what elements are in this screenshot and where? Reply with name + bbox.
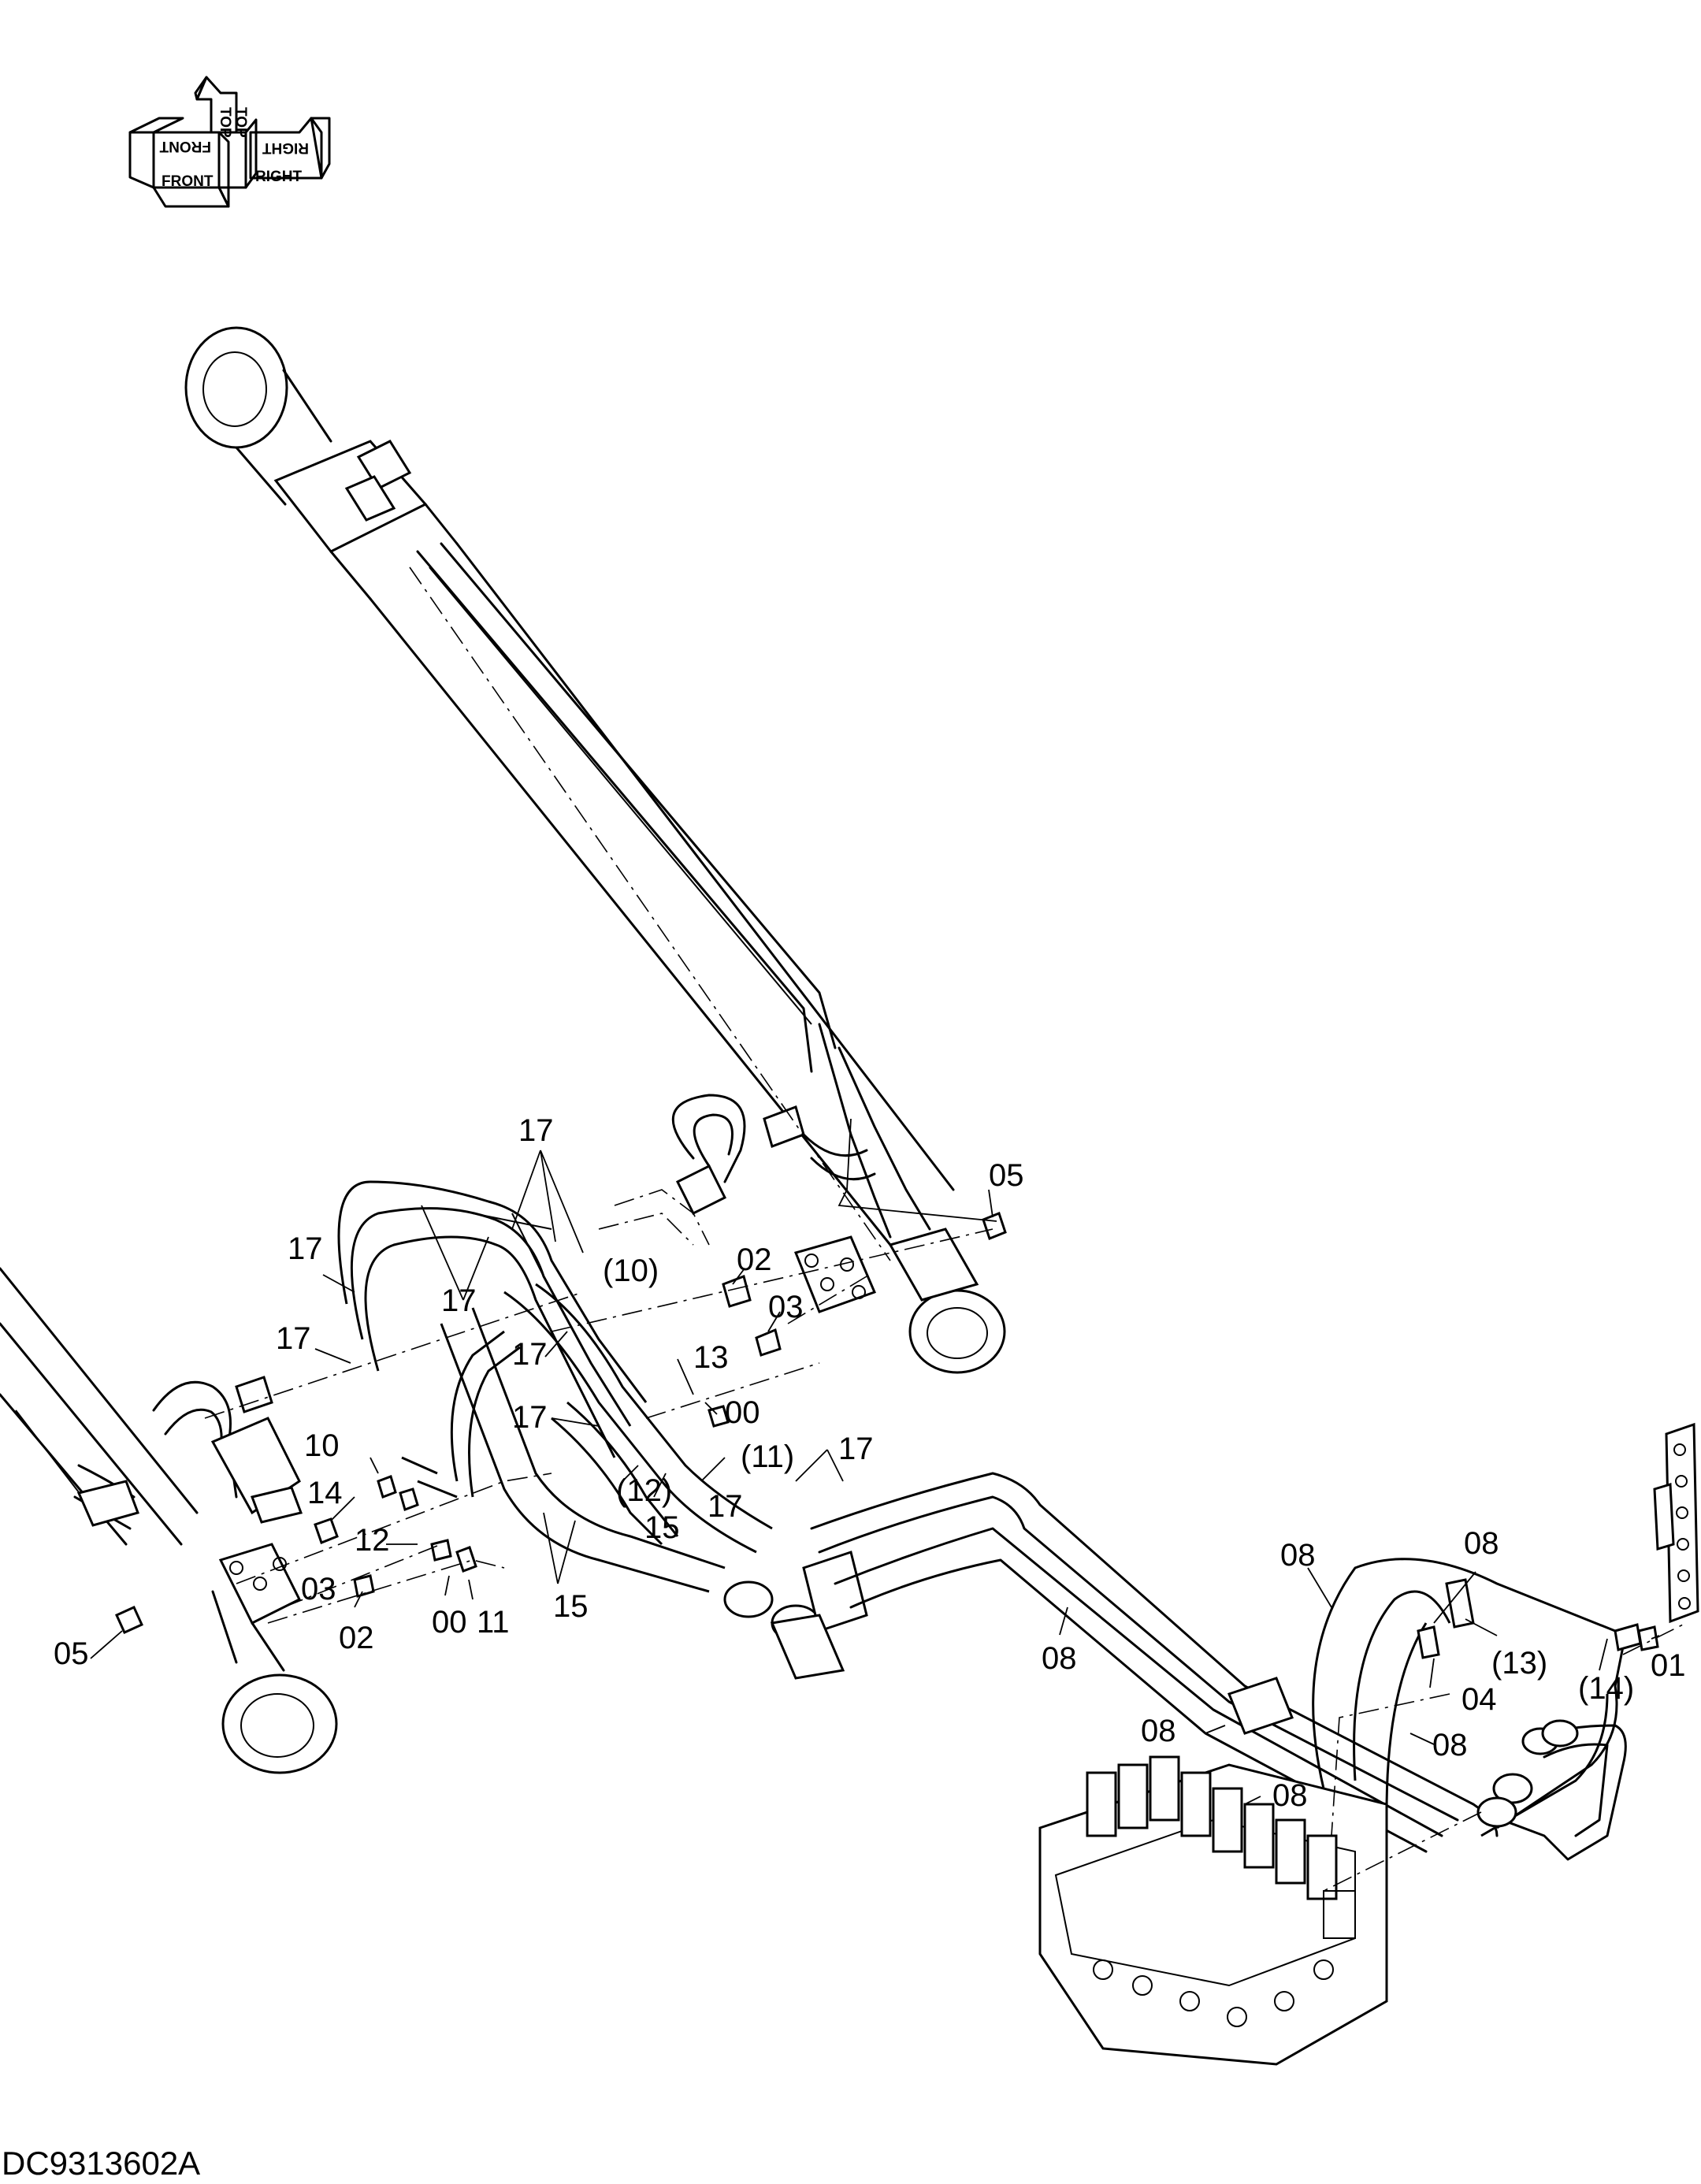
upper-cylinder [184,326,1006,1374]
callout-05-right: 05 [989,1158,1024,1193]
orientation-label-front-mirror: FRONT [159,138,211,154]
phantom-lines [204,566,1687,1892]
callout-08-lower-left: 08 [1141,1714,1176,1748]
callout-01: 01 [1651,1648,1686,1683]
callout-10: 10 [304,1428,340,1463]
callout-08-bottom: 08 [1272,1778,1308,1813]
callout-14: 14 [307,1476,343,1510]
control-valve [1038,1755,1388,2066]
callout-00-lower: 00 [432,1605,467,1640]
lower-left-cylinder [0,1267,338,1774]
callout-04: 04 [1461,1682,1497,1717]
callout-11-bracketed: (11) [741,1439,794,1474]
callout-15-lower: 15 [553,1589,589,1624]
orientation-label-front: FRONT [162,173,214,190]
orientation-indicator: FRONT FRONT TOP TOP RIGHT RIGHT [128,76,331,208]
callout-12-bracketed: (12) [616,1473,672,1508]
callout-17-middle: 17 [441,1283,477,1318]
leader-lines [90,1118,1660,1805]
callout-02-lower: 02 [339,1621,374,1655]
callout-08-upper-right: 08 [1464,1526,1499,1561]
callout-17-left: 17 [288,1231,323,1266]
callout-13: 13 [693,1340,729,1375]
callout-08-middle: 08 [1042,1641,1077,1676]
drawing-number: DC9313602A [2,2145,200,2182]
orientation-label-top: TOP [217,107,233,138]
callout-13-bracketed: (13) [1491,1646,1547,1681]
callout-17-center-lower: 17 [512,1400,548,1435]
callout-02-upper: 02 [737,1242,772,1277]
callout-14-bracketed: (14) [1578,1671,1634,1706]
right-manifold-bracket [1653,1422,1699,1624]
callout-12: 12 [355,1523,390,1558]
callout-00-upper: 00 [725,1395,760,1430]
callout-11: 11 [477,1605,510,1640]
callout-17-left-lower: 17 [276,1321,311,1356]
callout-17-bottom: 17 [708,1489,743,1524]
callout-17-right: 17 [838,1432,874,1466]
callout-03-upper: 03 [768,1290,804,1324]
callout-03-lower: 03 [301,1572,336,1606]
hose-bundle [337,1180,1659,1861]
orientation-label-top-mirror: TOP [232,107,249,138]
callout-17-center: 17 [512,1337,548,1372]
callout-08-upper-left: 08 [1280,1538,1316,1573]
callout-15-center: 15 [644,1510,680,1545]
callout-05-left: 05 [54,1636,89,1671]
fittings [115,1212,1007,1634]
orientation-label-right-mirror: RIGHT [262,139,310,156]
callout-17-top: 17 [518,1113,554,1148]
orientation-label-right: RIGHT [255,169,303,185]
callout-10-bracketed: (10) [603,1254,659,1288]
callouts: 17 17 17 17 17 17 17 17 05 05 02 02 03 0… [54,1113,1686,1813]
callout-08-lower-right: 08 [1432,1728,1468,1762]
